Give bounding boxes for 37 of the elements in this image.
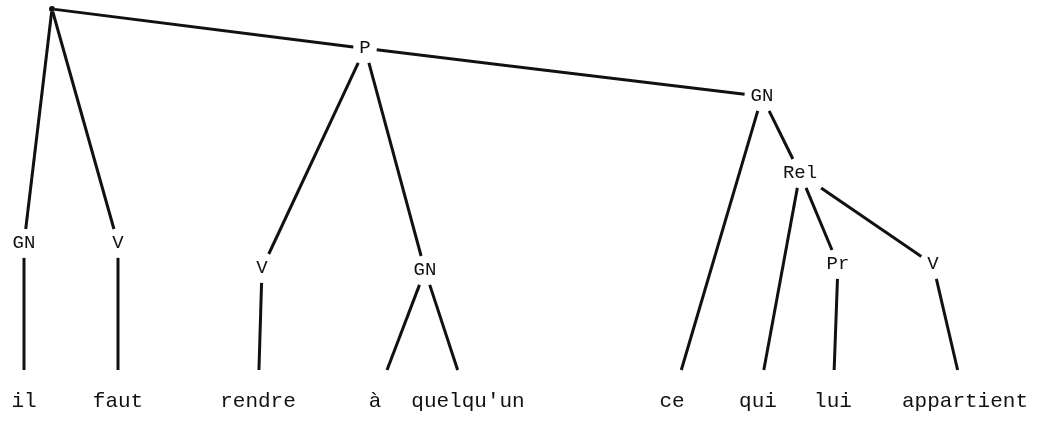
- tree-branch: [54, 7, 354, 49]
- category-label: P: [357, 38, 373, 59]
- tree-branch: [762, 187, 799, 371]
- tree-branch: [679, 110, 760, 371]
- category-label: V: [110, 233, 126, 254]
- tree-branch: [385, 284, 421, 371]
- word-label: il: [9, 390, 39, 414]
- word-label: appartient: [900, 390, 1030, 414]
- root-junction: [49, 6, 55, 12]
- tree-branch: [51, 11, 116, 230]
- word-label: lui: [812, 390, 854, 414]
- category-label: V: [925, 254, 941, 275]
- word-label: rendre: [218, 390, 298, 414]
- tree-branch: [267, 62, 360, 255]
- category-label: GN: [748, 86, 776, 107]
- tree-branch: [24, 11, 54, 230]
- word-label: quelqu'un: [409, 390, 527, 414]
- tree-branch: [257, 282, 264, 371]
- category-label: Pr: [824, 254, 852, 275]
- tree-branch: [22, 257, 26, 370]
- tree-branch: [367, 62, 423, 257]
- tree-branch: [832, 278, 839, 371]
- category-label: GN: [411, 260, 439, 281]
- word-label: ce: [657, 390, 687, 414]
- tree-branch: [820, 186, 923, 258]
- tree-branch: [767, 110, 795, 160]
- tree-branch: [376, 48, 745, 96]
- tree-branch: [428, 284, 460, 371]
- tree-branch: [116, 257, 120, 370]
- category-label: V: [254, 258, 270, 279]
- category-label: GN: [10, 233, 38, 254]
- tree-branch: [934, 278, 960, 371]
- word-label: qui: [737, 390, 779, 414]
- tree-branch: [804, 187, 834, 251]
- word-label: faut: [90, 390, 146, 414]
- word-label: à: [366, 390, 384, 414]
- category-label: Rel: [780, 163, 820, 184]
